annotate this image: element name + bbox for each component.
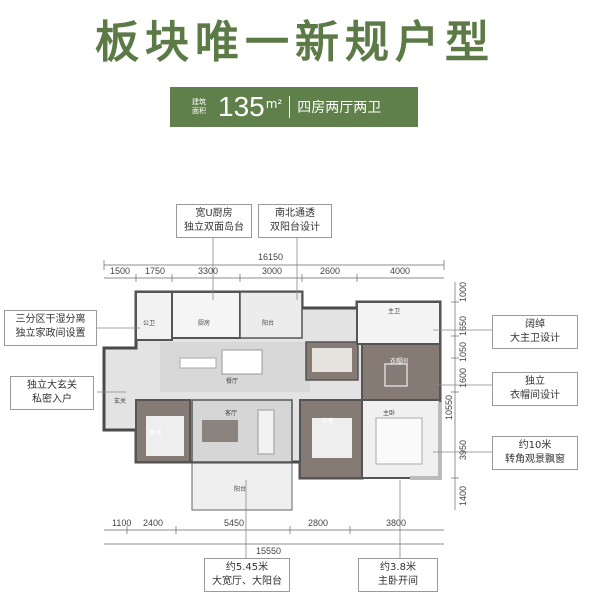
master-bath-room [356,301,441,345]
area-value: 135 [218,91,265,122]
page-title: 板块唯一新规户型 [95,17,495,68]
dim-right-5: 1400 [458,485,468,506]
closet-table [384,363,408,387]
room-label-kitchen: 厨房 [198,321,211,327]
dim-bottom-total: 15550 [256,546,282,556]
master-bed [375,417,423,465]
room-label-middle-bedroom: 卧室 [322,419,335,425]
callout-balcony: 南北通透双阳台设计 [258,204,332,238]
dim-top-0: 1500 [110,266,131,276]
room-label-living: 客厅 [225,411,238,417]
corner-bay-window [410,402,442,480]
north-balcony-room [239,291,303,339]
sofa [257,409,275,455]
callout-leaders [97,238,492,558]
dim-top-2: 3300 [198,266,219,276]
bed-shape [312,348,352,372]
area-banner: 建筑面积 135 m² 四房两厅两卫 [170,87,418,127]
dim-right-total: 10550 [444,394,454,420]
laundry-room [135,291,173,341]
dim-top-5: 4000 [390,266,411,276]
dim-bottom-4: 3800 [386,518,407,528]
dim-top-total: 16150 [258,252,284,262]
room-label-master-bath: 主卫 [388,309,401,315]
banner-divider [289,96,291,118]
room-label-laundry: 公卫 [143,321,156,327]
dim-right-4: 3950 [458,439,468,460]
callout-master-bath: 阔绰大主卫设计 [492,315,578,349]
dim-bottom-0: 1100 [112,518,132,528]
area-unit: m² [265,97,283,111]
room-label-dining: 餐厅 [226,379,239,385]
room-label-entry: 玄关 [114,399,127,405]
living-room [191,399,293,463]
room-label-left-bedroom: 卧室 [150,431,163,437]
dim-right-0: 1000 [458,281,468,302]
callout-master-width: 约3.8米主卧开间 [358,558,438,592]
closet-room [361,343,441,401]
callout-closet: 独立衣帽间设计 [492,372,578,406]
callout-entrance: 独立大玄关私密入户 [10,376,94,410]
dim-right-1: 1650 [458,315,468,336]
kitchen-room [171,291,241,339]
dim-right-2: 1050 [458,341,468,362]
dim-bottom-3: 2800 [308,518,329,528]
room-label-master: 主卧 [383,411,396,417]
room-label-closet: 衣帽间 [390,359,409,365]
room-label-south-balcony: 阳台 [234,487,247,493]
middle-bed [312,418,352,458]
kitchen-island [179,357,217,369]
callout-living: 约5.45米大宽厅、大阳台 [204,558,290,592]
layout-type: 四房两厅两卫 [297,100,382,116]
dim-top-4: 2600 [320,266,341,276]
callout-laundry: 三分区干湿分离独立家政间设置 [4,310,97,346]
living-rug [202,420,238,442]
area-label: 建筑面积 [192,98,206,115]
dim-bottom-2: 5450 [224,518,245,528]
dim-top-1: 1750 [145,266,166,276]
room-label-north-balcony: 阳台 [262,321,275,327]
dimension-lines [103,260,459,545]
dim-top-3: 3000 [262,266,283,276]
dining-table [221,349,263,375]
callout-bay-window: 约10米转角观景飘窗 [492,436,578,470]
south-balcony [191,461,293,511]
callout-kitchen: 宽U厨房独立双面岛台 [176,204,252,238]
left-bed [146,416,184,456]
dim-bottom-1: 2400 [143,518,164,528]
dim-right-3: 1600 [458,367,468,388]
